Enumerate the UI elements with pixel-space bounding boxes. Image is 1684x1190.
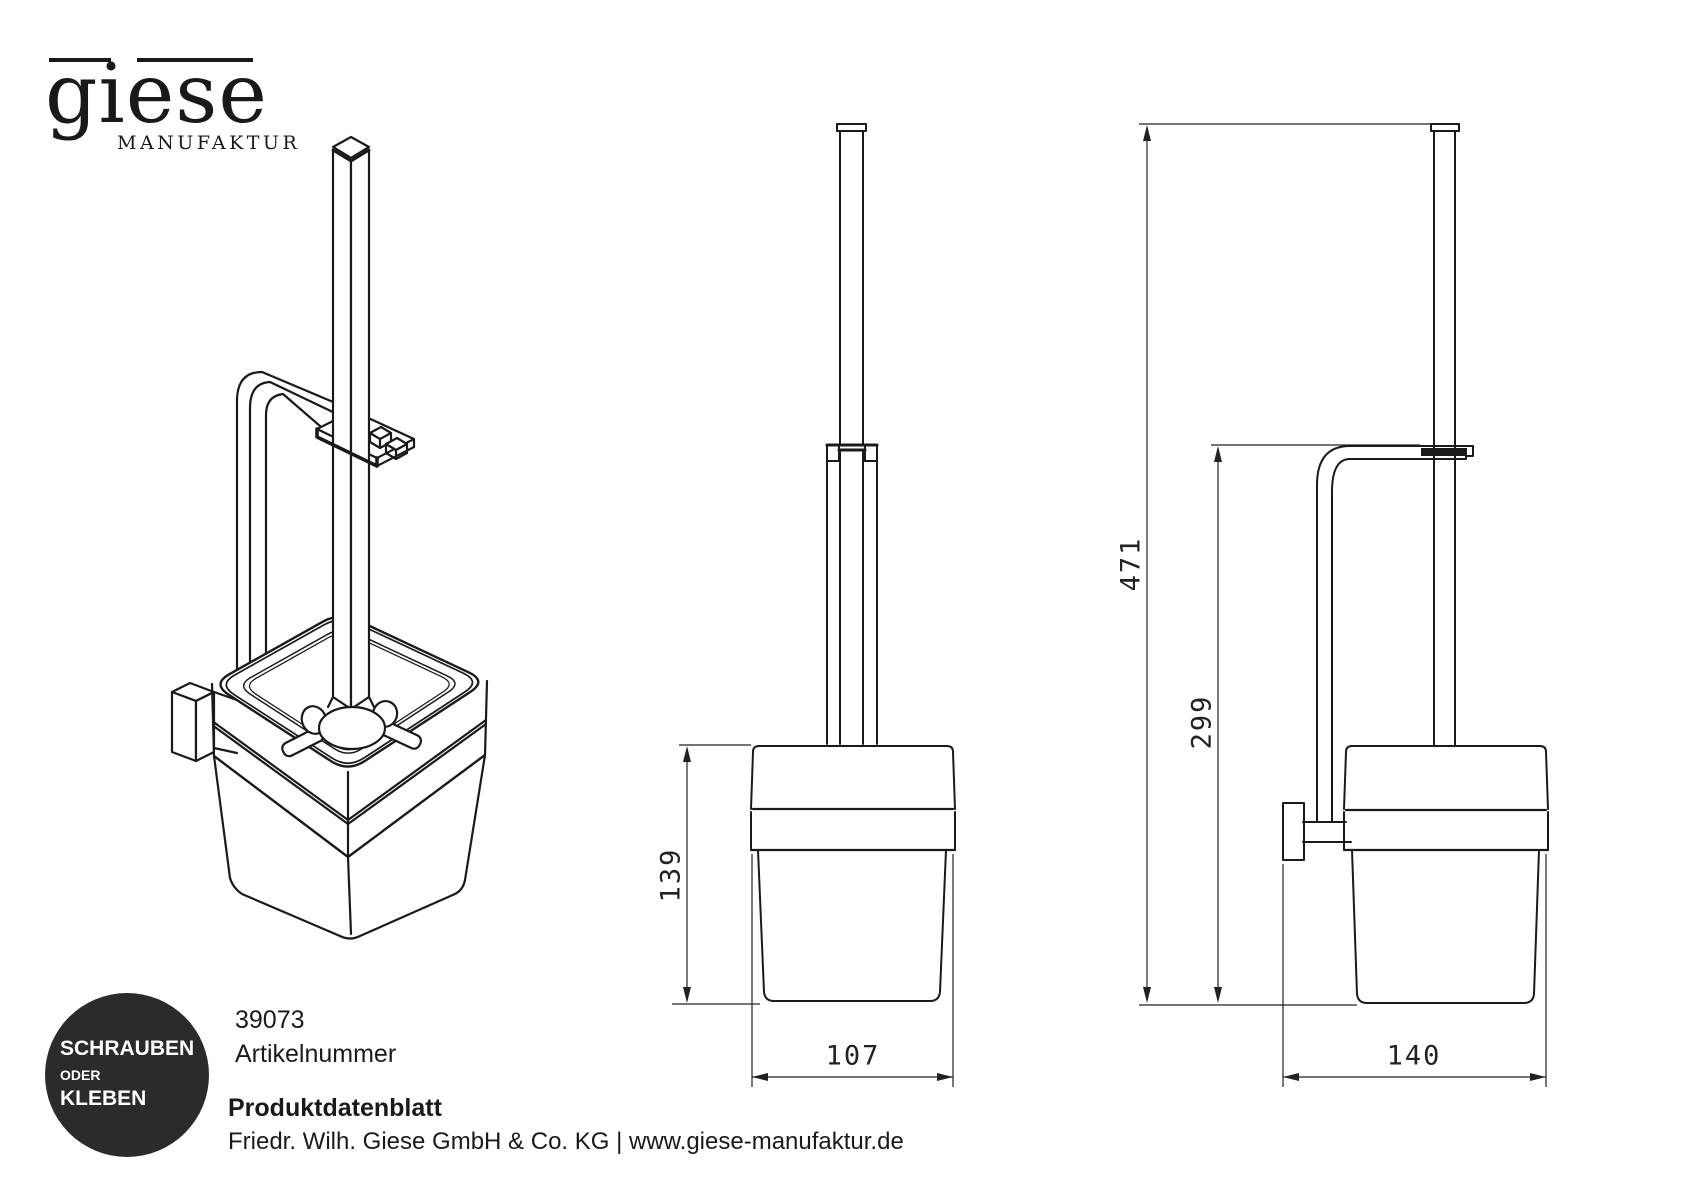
dimension-label-total-height: 471 <box>1115 536 1147 592</box>
brand-logo: giese MANUFAKTUR <box>45 36 305 166</box>
schrauben-oder-kleben-badge: SCHRAUBEN ODER KLEBEN <box>45 993 209 1157</box>
document-type-title: Produktdatenblatt <box>228 1094 442 1122</box>
badge-line-2: ODER <box>60 1067 101 1083</box>
logo-wordmark: giese <box>45 47 268 142</box>
logo-subtitle: MANUFAKTUR <box>117 132 301 154</box>
badge-line-1: SCHRAUBEN <box>60 1037 195 1060</box>
company-and-website-line: Friedr. Wilh. Giese GmbH & Co. KG | www.… <box>228 1128 904 1155</box>
side-view-dimensions <box>1139 123 1547 1087</box>
badge-line-3: KLEBEN <box>60 1087 147 1110</box>
article-number-label: Artikelnummer <box>235 1040 397 1068</box>
isometric-view <box>170 135 489 940</box>
dimension-label-cup-width: 107 <box>825 1040 881 1072</box>
front-view <box>749 123 957 1002</box>
front-view-dimensions <box>672 744 954 1087</box>
logo-overline-right <box>137 58 253 62</box>
logo-overline-left <box>49 58 111 62</box>
dimension-label-bracket-height: 299 <box>1186 694 1218 750</box>
article-number: 39073 <box>235 1006 305 1034</box>
dimension-label-cup-height: 139 <box>655 847 687 903</box>
dimension-label-depth: 140 <box>1386 1040 1442 1072</box>
side-view <box>1282 123 1550 1004</box>
